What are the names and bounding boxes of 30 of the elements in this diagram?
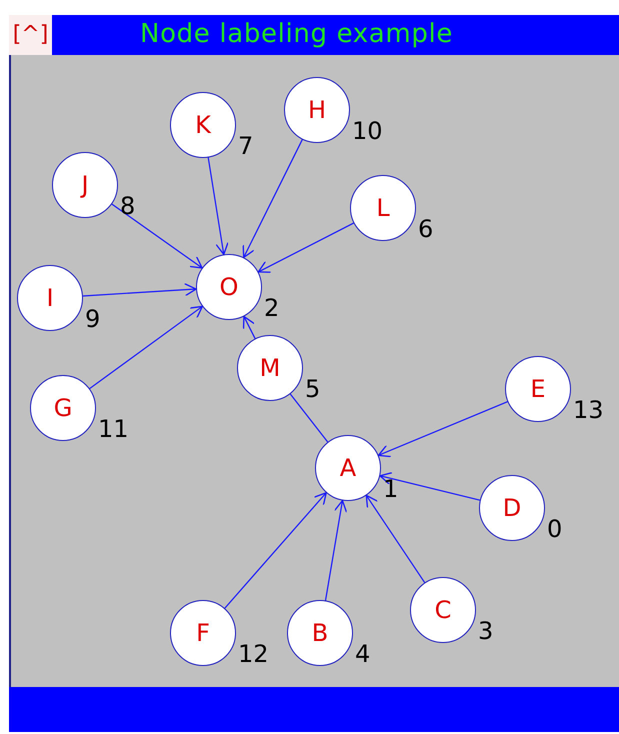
node-number: 7 bbox=[238, 133, 254, 159]
arrow bbox=[82, 283, 197, 297]
node-number: 4 bbox=[355, 641, 370, 667]
arrow bbox=[324, 500, 348, 601]
diagram-title: Node labeling example bbox=[140, 18, 454, 51]
node-number: 5 bbox=[305, 376, 320, 402]
title-bar bbox=[52, 15, 619, 55]
node-number: 0 bbox=[547, 516, 562, 542]
arrow bbox=[379, 472, 480, 501]
node-number: 13 bbox=[573, 397, 604, 423]
node-number: 12 bbox=[238, 641, 269, 667]
arrow bbox=[242, 316, 256, 339]
node-number: 9 bbox=[85, 306, 100, 332]
status-bar bbox=[9, 687, 619, 732]
node-number: 11 bbox=[98, 416, 129, 442]
arrow bbox=[112, 204, 203, 269]
arrow bbox=[208, 157, 229, 256]
arrow bbox=[224, 492, 327, 609]
arrow bbox=[378, 401, 508, 458]
arrow bbox=[258, 222, 354, 273]
arrow bbox=[242, 139, 303, 258]
node-number: 2 bbox=[264, 295, 280, 321]
node-number: 6 bbox=[418, 216, 434, 242]
arrow bbox=[89, 306, 203, 390]
node-number: 10 bbox=[352, 118, 383, 144]
node-number: 8 bbox=[120, 193, 136, 219]
up-button: [^] bbox=[9, 15, 52, 55]
node-number: 3 bbox=[478, 618, 494, 644]
arrow bbox=[366, 494, 426, 583]
node-number: 1 bbox=[383, 476, 398, 502]
